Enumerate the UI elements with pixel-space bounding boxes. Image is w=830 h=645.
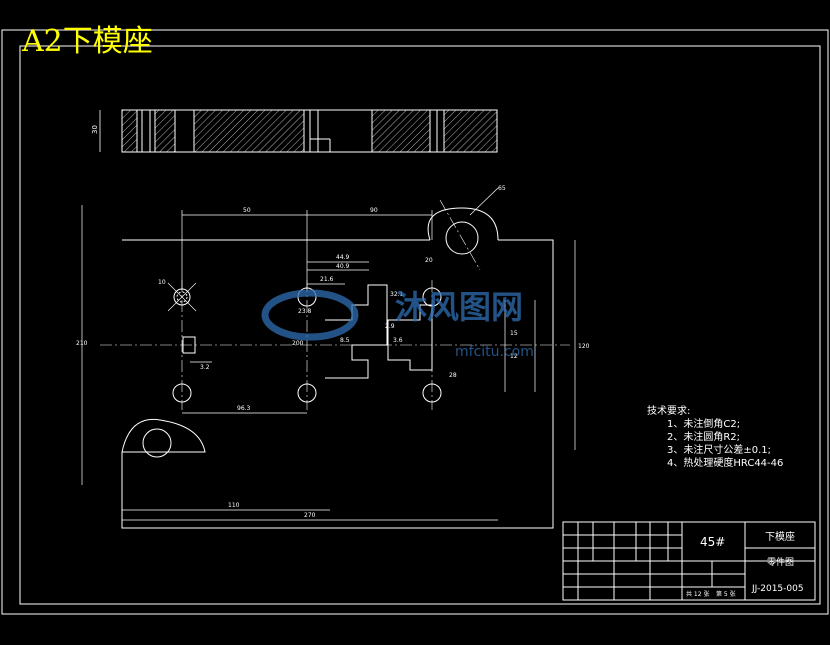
dim-label: 200 <box>292 340 304 347</box>
dim-label: 50 <box>243 207 251 214</box>
dim-label: 12 <box>510 353 518 360</box>
dim-label: 2.9 <box>385 323 395 330</box>
hatch-area <box>194 110 304 152</box>
sheet-total: 共 12 张 <box>686 591 710 598</box>
dim-label: 96.3 <box>237 405 251 412</box>
main-view <box>81 187 576 529</box>
dim-label: 270 <box>304 512 316 519</box>
watermark-url: mfcitu.com <box>455 344 534 360</box>
watermark: 沐风图网 mfcitu.com <box>261 288 534 360</box>
hatch-area <box>155 110 175 152</box>
dim-label: 15 <box>510 330 518 337</box>
note-item: 2、未注圆角R2; <box>667 432 741 443</box>
dim-label: 3.6 <box>393 337 403 344</box>
dim-label: 3.2 <box>200 364 210 371</box>
dim-label: 120 <box>578 343 590 350</box>
technical-requirements: 技术要求: 1、未注倒角C2; 2、未注圆角R2; 3、未注尺寸公差±0.1; … <box>647 405 783 470</box>
note-item: 3、未注尺寸公差±0.1; <box>667 445 772 456</box>
drawing-number: JJ-2015-005 <box>752 584 804 594</box>
dim-label: 10 <box>158 279 166 286</box>
dim-label: 110 <box>228 502 240 509</box>
dim-label: 32.1 <box>390 291 404 298</box>
hatch-area <box>122 110 137 152</box>
hatch-area <box>444 110 497 152</box>
notes-heading: 技术要求: <box>647 406 691 417</box>
inner-frame <box>19 45 821 605</box>
dim-label: 8.5 <box>340 337 350 344</box>
note-item: 1、未注倒角C2; <box>667 419 741 430</box>
dim-label: 20 <box>425 257 433 264</box>
sheet-title: A2下模座 <box>22 24 153 59</box>
dim-label: 21.6 <box>320 276 334 283</box>
dim-label: 28 <box>449 372 457 379</box>
section-view: 30 <box>91 109 498 153</box>
dim-label: 23.8 <box>298 308 312 315</box>
hatch-area <box>372 110 430 152</box>
part-name: 下模座 <box>765 532 795 543</box>
drawing-type: 零件图 <box>767 558 795 568</box>
dim-label: 40.9 <box>336 263 350 270</box>
outer-frame <box>1 29 829 615</box>
dim-label: 90 <box>370 207 378 214</box>
note-item: 4、热处理硬度HRC44-46 <box>667 458 784 469</box>
dim-label: 65 <box>498 185 506 192</box>
watermark-text: 沐风图网 <box>395 288 523 326</box>
material-label: 45# <box>700 535 726 549</box>
title-block <box>562 521 816 601</box>
sheet-number: 第 5 张 <box>716 591 736 598</box>
dim-label: 210 <box>76 340 88 347</box>
dim-label: 44.9 <box>336 254 350 261</box>
section-thickness-dim: 30 <box>91 125 99 134</box>
dimension-labels: 50 90 65 20 21.6 10 44.9 40.9 23.8 32.1 … <box>76 185 590 519</box>
